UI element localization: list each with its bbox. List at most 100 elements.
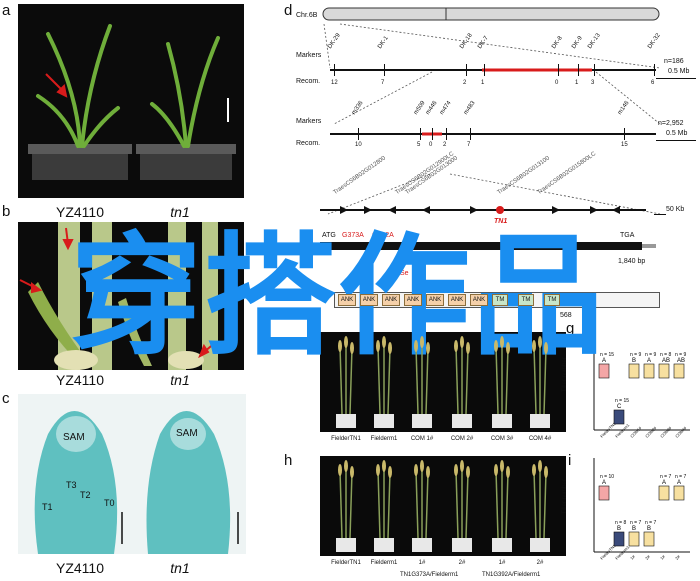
n-label: n = 7 [660,474,671,480]
panel-h-label: FielderTN1 [331,560,361,566]
panel-a-photo [18,4,244,198]
panel-b-right-label: tn1 [170,372,190,388]
panel-c-right-section [146,411,239,554]
protein-domain-ank: ANK [470,294,488,306]
n-label: n = 9 [645,352,656,358]
bottom-marker-recom: 0 [429,142,433,148]
panel-b-left-label: YZ4110 [56,372,104,388]
panel-h-group2: TN1G392A/Fielderm1 [482,572,541,578]
protein-domain-ank: ANK [404,294,422,306]
n-label: n = 7 [675,474,686,480]
sig-letter: A [662,480,666,486]
sig-letter: A [602,480,606,486]
n-label: n = 8 [660,352,671,358]
panel-h-plant [412,460,432,552]
panel-c-t0-label: T0 [104,498,115,508]
sig-letter: AB [662,358,670,364]
x-tick-label: 2# [674,553,681,560]
protein-domain-ank: ANK [338,294,356,306]
box-mark [673,485,685,501]
panel-i-ylabel: Tiller number [562,479,568,514]
n-label: n = 9 [630,352,641,358]
bottom-marker-recom: 15 [621,142,628,148]
n-label: n = 15 [615,398,629,404]
x-tick-label: COM4# [674,425,688,439]
bottom-marker-tick [420,128,421,140]
top-marker-tick [558,64,559,76]
panel-g-plant [374,336,394,428]
bottom-marker-tick [446,128,447,140]
sig-letter: A [677,480,681,486]
markers-label-1: Markers [296,52,322,59]
x-tick-label: 2# [644,553,651,560]
protein-domain-tm: TM [544,294,560,306]
panel-b-photo [18,222,244,370]
panel-h-label: 1# [498,560,506,566]
gene-g392a: G392A [372,232,394,239]
panel-c-t3-label: T3 [66,480,77,490]
panel-g-plant [412,336,432,428]
gene-track [320,206,646,214]
sig-letter: A [647,358,651,364]
n-label: n = 7 [630,520,641,526]
map-connectors [323,23,661,215]
top-marker-tick [594,64,595,76]
top-marker-tick [484,64,485,76]
scale-bar-1 [656,78,696,79]
bottom-marker-tick [624,128,625,140]
panel-h-plant [374,460,394,552]
gene-model-utr [642,244,656,248]
panel-d-letter: d [284,2,293,19]
top-marker-recom: 1 [575,80,579,86]
box-mark [643,363,655,379]
panel-h-photos [320,456,566,556]
panel-g-label: COM 3# [490,436,514,442]
box-mark [598,363,610,379]
panel-g-plant [336,336,356,428]
tn1-gene-label: TN1 [494,218,508,225]
panel-h-plant [452,460,472,552]
bottom-marker-tick [358,128,359,140]
panel-a-right-label: tn1 [170,204,190,220]
panel-g-plant [492,336,512,428]
panel-c-left-section [34,411,123,554]
panel-c-left-photo [18,394,134,554]
panel-b-stems [19,222,218,370]
overlay-watermark-text: 穿搭作品 [70,220,606,374]
box-mark [628,531,640,547]
top-marker-tick [334,64,335,76]
bottom-marker-line [330,132,656,136]
panel-g-label: COM 2# [450,436,474,442]
panel-h-label: 1# [418,560,426,566]
top-marker-line [330,68,656,72]
x-tick-label: COM2# [644,425,658,439]
top-marker-tick [466,64,467,76]
scale-label-2: 0.5 Mb [666,130,688,137]
markers-label-2: Markers [296,118,322,125]
panel-h-plant [530,460,550,552]
box-mark [643,531,655,547]
bottom-marker-recom: 10 [355,142,362,148]
panel-c-right-label: tn1 [170,560,190,576]
sig-letter: B [632,358,636,364]
protein-domain-ank: ANK [360,294,378,306]
x-tick-label: 1# [659,553,666,560]
panel-g-letter: g [566,320,575,337]
scale-label-3: 50 Kb [666,206,685,213]
sig-letter: AB [677,358,685,364]
panel-h-label: Fielderm1 [370,560,398,566]
sig-letter: B [617,526,621,532]
protein-domain-tm: TM [492,294,508,306]
protein-ser: Se [400,270,409,277]
panel-g-plant [452,336,472,428]
top-marker-tick [384,64,385,76]
top-marker-recom: 2 [463,80,467,86]
protein-domain-ank: ANK [448,294,466,306]
gene-model-bar [320,242,642,250]
panel-h-letter: h [284,452,293,469]
n-label: n = 7 [645,520,656,526]
panel-c-t1-label: T1 [42,502,53,512]
top-marker-recom: 3 [591,80,595,86]
